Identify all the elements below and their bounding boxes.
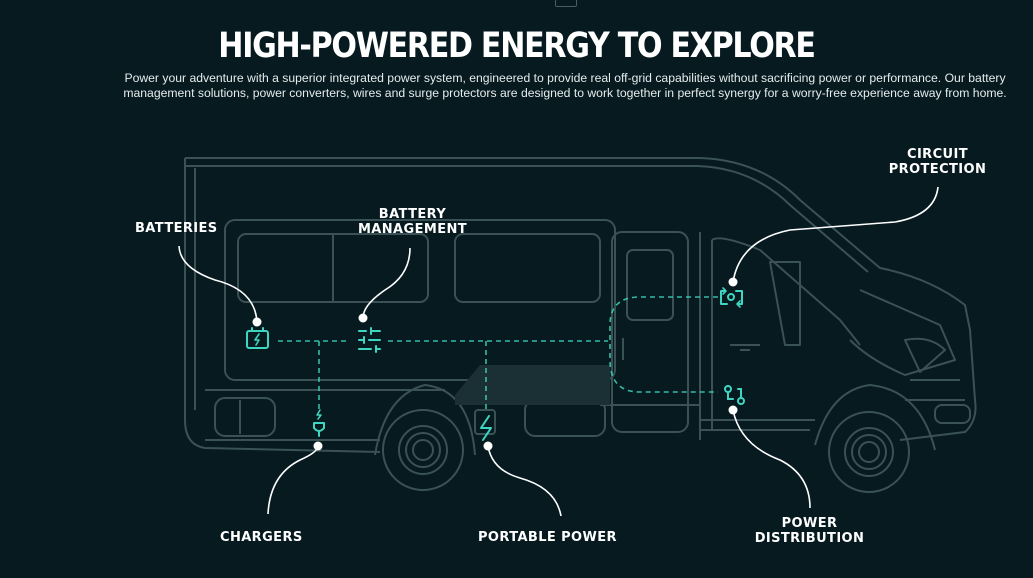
battery-management-label-line1: BATTERY bbox=[378, 207, 447, 222]
portable-power-label[interactable]: PORTABLE POWER bbox=[478, 530, 617, 545]
van-outline bbox=[184, 157, 977, 456]
batteries-dot bbox=[252, 317, 262, 327]
top-tab-marker bbox=[555, 0, 577, 7]
battery-management-label[interactable]: BATTERY MANAGEMENT bbox=[350, 207, 475, 237]
route-nodes-icon bbox=[724, 385, 745, 405]
battery-charge-icon bbox=[246, 327, 269, 349]
chargers-dot bbox=[313, 441, 323, 451]
power-distribution-label-line2: DISTRIBUTION bbox=[754, 531, 865, 546]
front-wheel bbox=[828, 411, 910, 493]
circuit-protection-label-line1: CIRCUIT bbox=[907, 147, 968, 162]
rear-wheel bbox=[382, 409, 464, 491]
chargers-label-text: CHARGERS bbox=[220, 530, 303, 545]
power-distribution-label[interactable]: POWER DISTRIBUTION bbox=[752, 516, 867, 546]
chargers-label[interactable]: CHARGERS bbox=[220, 530, 303, 545]
power-distribution-label-line1: POWER bbox=[781, 516, 838, 531]
callout-dots bbox=[252, 277, 738, 451]
portable-power-dot bbox=[483, 441, 493, 451]
power-bus-lines bbox=[278, 296, 718, 410]
circuit-protection-label[interactable]: CIRCUIT PROTECTION bbox=[880, 147, 995, 177]
portable-power-label-text: PORTABLE POWER bbox=[478, 530, 617, 545]
sliders-icon bbox=[358, 327, 381, 353]
batteries-label[interactable]: BATTERIES bbox=[135, 221, 218, 236]
intro-paragraph: Power your adventure with a superior int… bbox=[123, 71, 1007, 100]
battery-management-label-line2: MANAGEMENT bbox=[357, 222, 468, 237]
power-distribution-dot bbox=[728, 405, 738, 415]
circuit-refresh-icon bbox=[720, 287, 743, 308]
callout-lines bbox=[178, 186, 939, 517]
lightning-icon bbox=[480, 415, 492, 441]
page-title: HIGH-POWERED ENERGY TO EXPLORE bbox=[218, 26, 816, 66]
circuit-protection-label-line2: PROTECTION bbox=[888, 162, 987, 177]
batteries-label-text: BATTERIES bbox=[135, 221, 218, 236]
plug-charge-icon bbox=[313, 409, 325, 437]
circuit-protection-dot bbox=[728, 277, 738, 287]
battery-management-dot bbox=[358, 313, 368, 323]
